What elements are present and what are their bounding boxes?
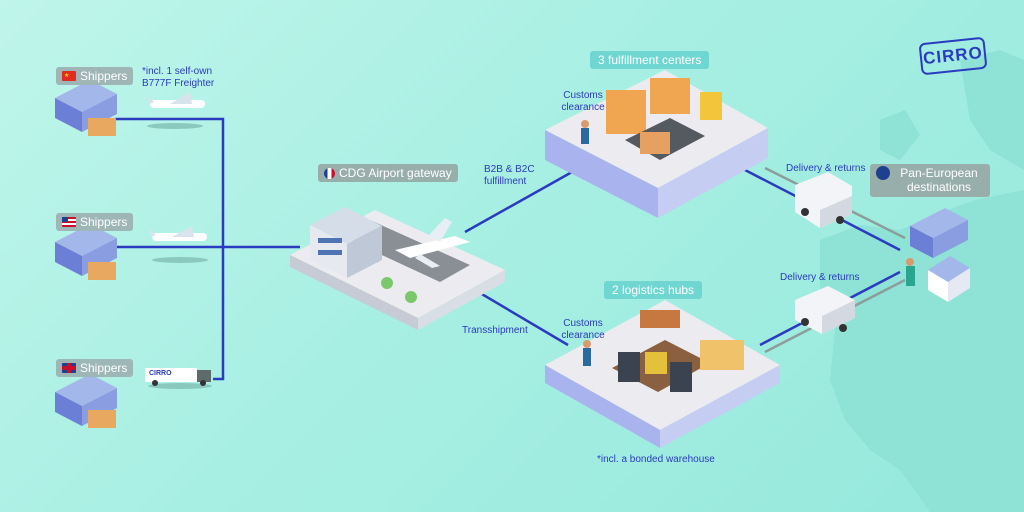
gateway-label-text: CDG Airport gateway xyxy=(339,166,452,180)
destination-building xyxy=(910,208,968,258)
shippers-label-china: ★ Shippers xyxy=(56,67,134,85)
cirro-logo: CIRRO xyxy=(918,36,988,76)
fulfillment-customs-label: Customs clearance xyxy=(561,90,605,113)
france-flag-icon xyxy=(324,167,335,179)
shipper-building-1 xyxy=(55,80,117,136)
destinations-label-text: Pan-European destinations xyxy=(900,166,978,195)
shipper-building-2 xyxy=(55,224,117,280)
hubs-title: 2 logistics hubs xyxy=(604,281,703,299)
truck-logo-text: CIRRO xyxy=(149,370,172,377)
gateway-label: CDG Airport gateway xyxy=(318,164,458,182)
shippers-label-usa: Shippers xyxy=(56,213,134,231)
fulfillment-title: 3 fulfillment centers xyxy=(590,51,710,69)
fulfillment-center-illustration xyxy=(545,70,768,218)
shipper-building-3 xyxy=(55,374,117,428)
europe-map xyxy=(820,50,1024,512)
shippers-label-text: Shippers xyxy=(80,361,128,375)
delivery-van-bottom-icon xyxy=(795,286,855,334)
hubs-note: *incl. a bonded warehouse xyxy=(597,454,715,465)
delivery-bottom-label: Delivery & returns xyxy=(780,272,860,283)
uk-flag-icon xyxy=(62,363,76,373)
transshipment-label: Transshipment xyxy=(462,325,528,336)
b2b-label: B2B & B2C fulfillment xyxy=(484,164,535,187)
shippers-label-text: Shippers xyxy=(80,215,128,229)
eu-flag-icon xyxy=(876,166,890,180)
destination-house xyxy=(906,256,970,302)
delivery-top-label: Delivery & returns xyxy=(786,163,866,174)
usa-flag-icon xyxy=(62,217,76,227)
cargo-plane-icon xyxy=(148,226,208,263)
hubs-customs-label: Customs clearance xyxy=(561,318,605,341)
airport-gateway-illustration xyxy=(290,207,505,330)
shippers-label-uk: Shippers xyxy=(56,359,134,377)
freighter-plane-icon xyxy=(146,92,205,129)
logistics-hub-illustration xyxy=(545,300,780,448)
china-flag-icon: ★ xyxy=(62,71,76,81)
destinations-label: Pan-European destinations xyxy=(870,164,990,197)
delivery-van-top-icon xyxy=(795,172,852,228)
cirro-truck-icon xyxy=(145,368,212,389)
freighter-note: *incl. 1 self-own B777F Freighter xyxy=(142,66,215,89)
shippers-label-text: Shippers xyxy=(80,69,128,83)
route-lines xyxy=(115,117,901,381)
